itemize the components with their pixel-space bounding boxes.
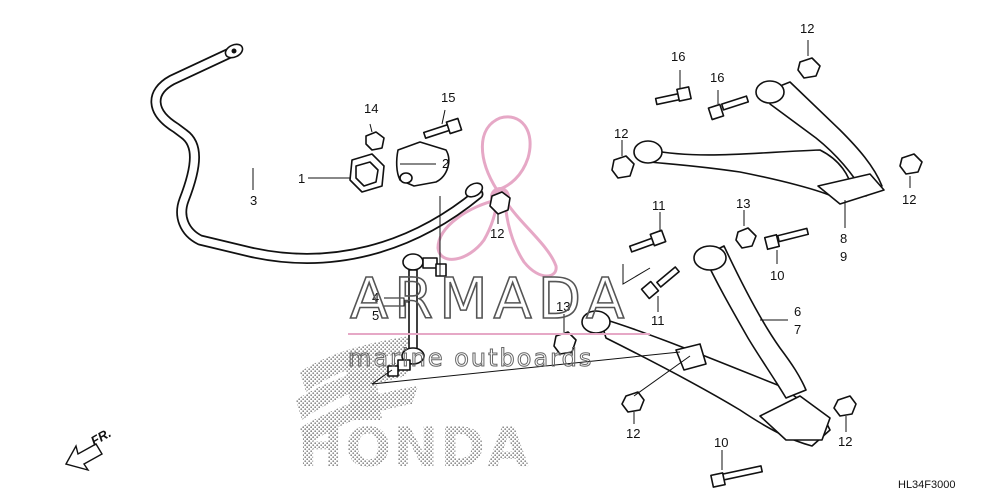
- upper-arm-nut-left: [611, 155, 635, 179]
- callout-11-lower: 11: [651, 313, 665, 328]
- callout-3: 3: [250, 193, 257, 208]
- callout-8: 8: [840, 231, 847, 246]
- lower-arm-nut-bottom: [621, 391, 645, 413]
- watermark-tagline: marine outboards: [348, 344, 593, 372]
- lower-arm-nut-left: [553, 331, 577, 355]
- lower-arm-bolt-10-lower: [710, 465, 763, 488]
- watermark-brand: ARMADA: [350, 267, 630, 332]
- callout-14: 14: [364, 101, 378, 116]
- honda-logo-text: HONDA: [298, 416, 531, 479]
- lower-arm: [581, 245, 831, 447]
- holder-bolt: [422, 117, 463, 139]
- callout-12-stabilizer: 12: [490, 226, 504, 241]
- stabilizer-bushing: [349, 153, 385, 193]
- callout-12-top: 12: [800, 21, 814, 36]
- holder-nut: [365, 131, 385, 151]
- honda-wing-logo: [296, 336, 418, 446]
- callout-16-front: 16: [671, 49, 685, 64]
- callout-13-upper: 13: [736, 196, 750, 211]
- callout-2: 2: [442, 156, 449, 171]
- upper-arm-bolt-rear: [707, 95, 750, 121]
- upper-arm-nut-right: [899, 153, 923, 175]
- callout-4: 4: [372, 290, 379, 305]
- callout-12-lower-right: 12: [838, 434, 852, 449]
- stabilizer-bar: [150, 43, 484, 264]
- front-direction-arrow: FR.: [64, 425, 114, 472]
- leader-lines: [252, 40, 911, 470]
- upper-arm-nut-top: [797, 57, 821, 79]
- upper-arm: [633, 80, 885, 205]
- stabilizer-link: [387, 253, 447, 377]
- lower-arm-nut-upper: [735, 227, 757, 249]
- lower-arm-nut-right: [833, 395, 857, 417]
- callout-16-rear: 16: [710, 70, 724, 85]
- lower-arm-bolt-upper: [628, 229, 667, 253]
- callout-15: 15: [441, 90, 455, 105]
- callout-6: 6: [794, 304, 801, 319]
- callout-5: 5: [372, 308, 379, 323]
- callout-9: 9: [840, 249, 847, 264]
- lower-arm-bolt-10-upper: [763, 227, 810, 251]
- callout-11-upper: 11: [652, 198, 666, 213]
- callout-1: 1: [298, 171, 305, 186]
- diagram-code: HL34F3000: [898, 479, 956, 491]
- callout-12-right: 12: [902, 192, 916, 207]
- callout-7: 7: [794, 322, 801, 337]
- stabilizer-end-nut: [489, 191, 511, 215]
- upper-arm-bolt-front: [654, 86, 692, 106]
- lower-arm-bolt-lower: [640, 266, 680, 300]
- callout-10-upper: 10: [770, 268, 784, 283]
- callout-10-lower: 10: [714, 435, 728, 450]
- callout-13-left: 13: [556, 299, 570, 314]
- callout-12-bottom: 12: [626, 426, 640, 441]
- callouts: 1 2 3 4 5 6 7 8 9 10 10 11 11 12 12 12 1…: [250, 21, 916, 450]
- front-direction-label: FR.: [88, 425, 114, 448]
- callout-12-left: 12: [614, 126, 628, 141]
